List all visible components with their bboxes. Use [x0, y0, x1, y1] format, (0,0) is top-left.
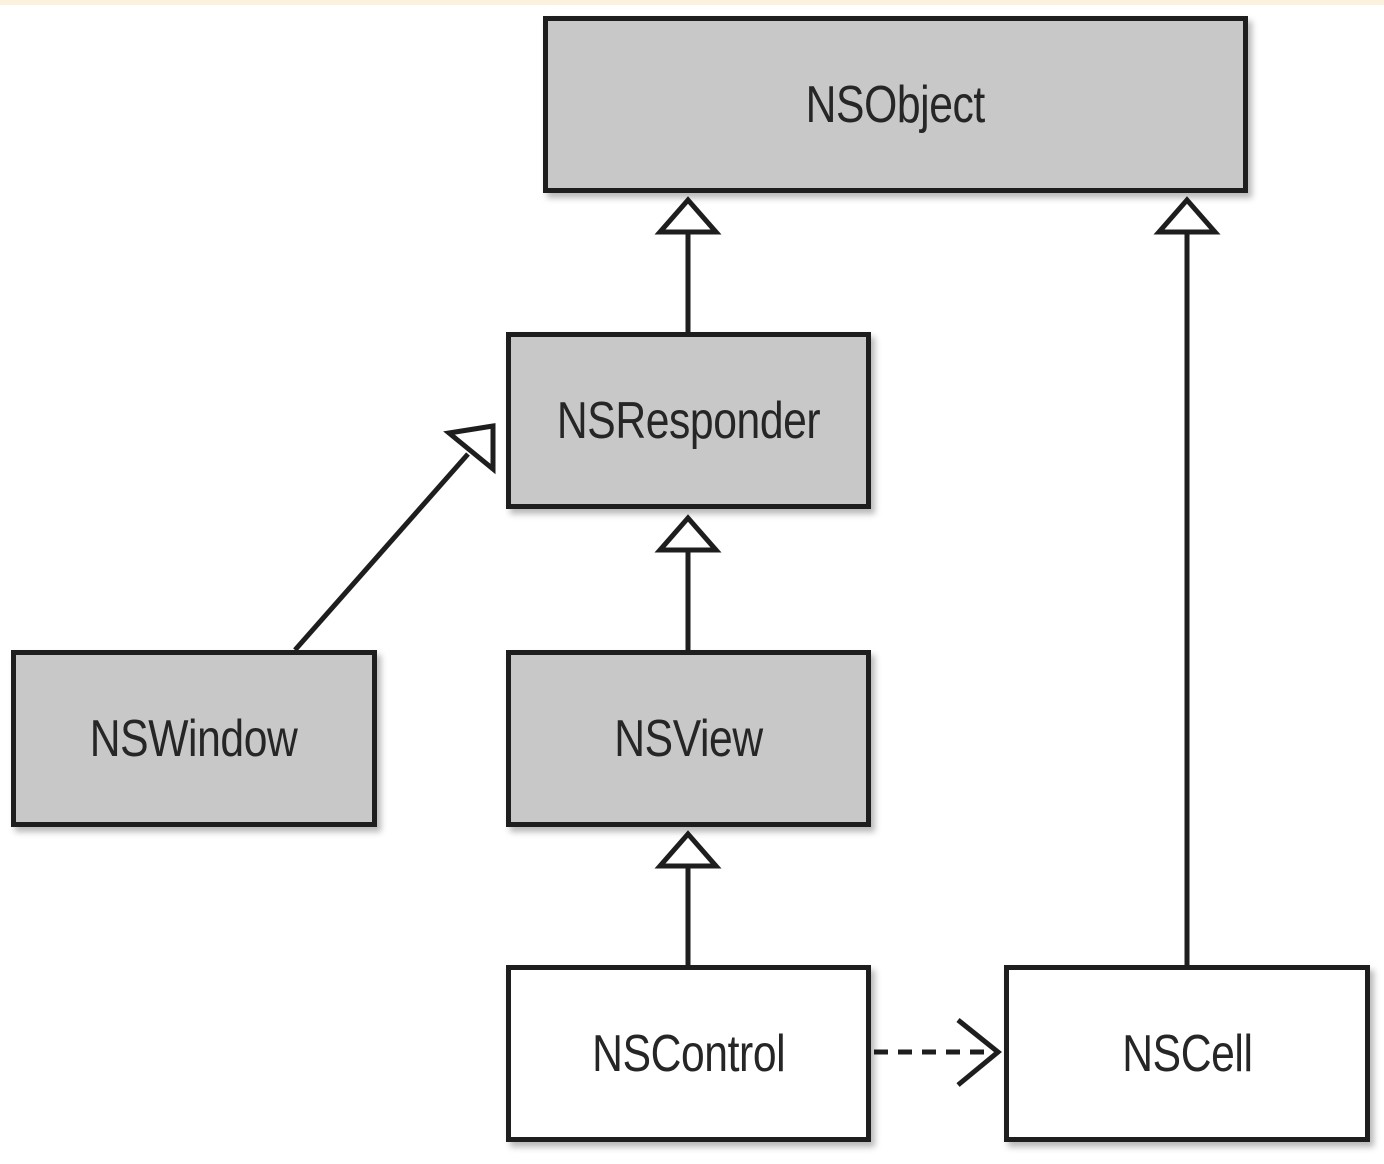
- inheritance-nsresponder-to-nsobject: [654, 196, 722, 332]
- top-band: [0, 0, 1384, 5]
- dependency-nscontrol-to-nscell: [874, 1018, 1002, 1087]
- class-box-nscontrol: NSControl: [506, 965, 871, 1142]
- class-box-nsresponder: NSResponder: [506, 332, 871, 509]
- class-label-nsresponder: NSResponder: [556, 391, 821, 450]
- class-label-nsobject: NSObject: [805, 75, 986, 134]
- class-box-nswindow: NSWindow: [11, 650, 377, 827]
- class-box-nsobject: NSObject: [543, 16, 1248, 193]
- class-label-nswindow: NSWindow: [90, 709, 298, 768]
- inheritance-nswindow-to-nsresponder: [293, 423, 496, 652]
- class-box-nsview: NSView: [506, 650, 871, 827]
- class-label-nscontrol: NSControl: [591, 1024, 786, 1083]
- class-label-nsview: NSView: [614, 709, 763, 768]
- class-label-nscell: NSCell: [1121, 1024, 1253, 1083]
- inheritance-nscell-to-nsobject: [1153, 196, 1221, 965]
- class-box-nscell: NSCell: [1004, 965, 1370, 1142]
- inheritance-nsview-to-nsresponder: [654, 514, 722, 650]
- inheritance-nscontrol-to-nsview: [654, 830, 722, 965]
